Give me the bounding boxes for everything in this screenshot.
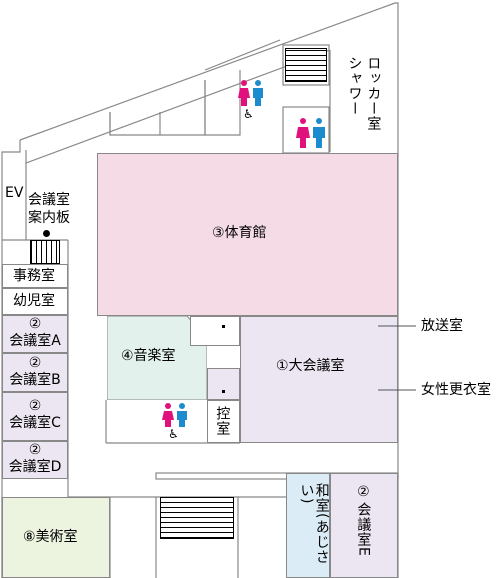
meeting-room-c-num: ② [28,398,42,414]
office-room[interactable] [2,264,68,288]
meeting-room-a-name: 会議室A [9,333,61,349]
meeting-room-b-num: ② [28,355,42,371]
kids-room[interactable] [2,288,68,315]
art-room-label: ⑧美術室 [23,529,78,545]
elevator-label: EV [5,185,24,201]
meeting-room-a-num: ② [28,316,42,332]
women-changing-callout: 女性更衣室 [421,382,491,398]
restroom-icon [294,118,328,152]
corridor-block [190,316,240,346]
meeting-room-e-num: ② [355,484,372,501]
restroom-icon [160,403,190,431]
changing-dot [222,390,225,393]
control-room[interactable] [207,400,240,443]
shower-label: シャワー [347,56,364,116]
music-room-label: ④音楽室 [121,348,176,364]
gym-label: ③体育館 [212,225,267,241]
stairs-top [285,48,327,82]
office-label: 事務室 [13,268,55,284]
meeting-room-d-name: 会議室D [8,459,62,475]
grand-hall[interactable] [240,316,398,443]
meeting-room-a[interactable] [2,315,68,353]
restroom-icon [236,80,266,110]
info-board-line2: 案内板 [28,210,70,226]
wheelchair-icon: ♿ [168,427,179,441]
music-room[interactable] [107,316,207,400]
washitsu-label: 和室(あじさい) [298,483,330,565]
stairs-bottom [160,497,234,539]
meeting-room-b-name: 会議室B [9,372,61,388]
meeting-room-c-name: 会議室C [9,415,61,431]
info-board-dot [43,230,50,237]
women-changing-room[interactable] [207,368,240,400]
washitsu-room[interactable] [286,473,330,578]
grand-hall-label: ①大会議室 [276,358,345,374]
meeting-room-e-name: 会議室E [355,502,372,557]
kids-label: 幼児室 [13,293,55,309]
broadcast-dot [222,325,225,328]
gym-room[interactable] [97,153,398,316]
meeting-room-c[interactable] [2,392,68,441]
broadcast-room-callout: 放送室 [421,318,463,334]
meeting-room-d[interactable] [2,441,68,479]
meeting-room-d-num: ② [28,442,42,458]
control-room-label: 控室 [214,406,231,436]
stairs-left [30,240,60,264]
locker-room-label: ロッカー室 [366,56,383,131]
info-board-line1: 会議室 [28,192,70,208]
wheelchair-icon: ♿ [243,107,254,121]
meeting-room-b[interactable] [2,353,68,392]
